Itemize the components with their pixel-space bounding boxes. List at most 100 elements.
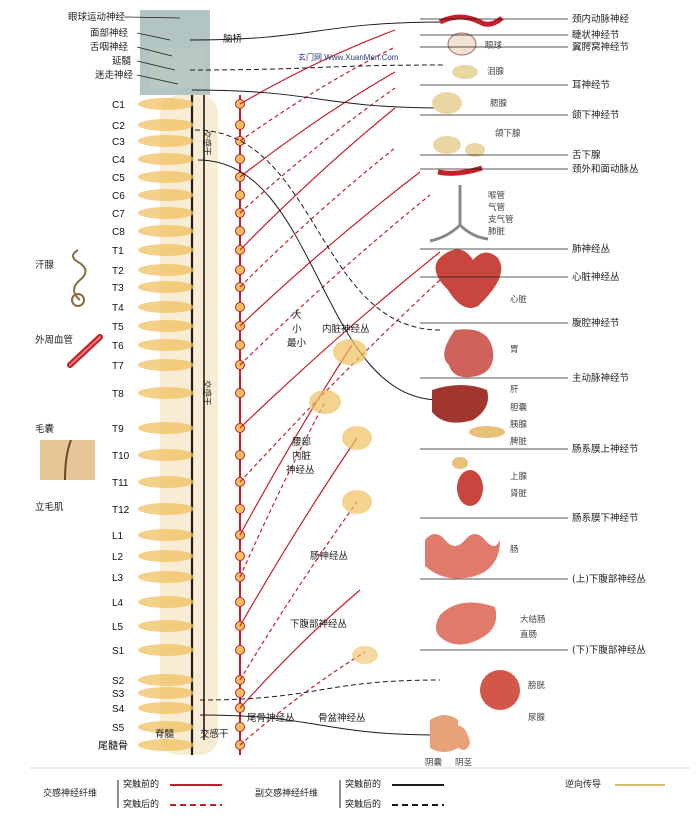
hypogastric-plexus-label: 下腹部神经丛	[290, 618, 348, 630]
vertebra-9	[138, 264, 194, 276]
chain-ganglion-19	[235, 504, 245, 514]
chain-ganglion-11	[235, 302, 245, 312]
right-label-4: 颌下神经节	[572, 109, 620, 121]
nerve-fiber-2	[239, 71, 396, 178]
organ-stomach-label: 胃	[510, 345, 519, 355]
sweat-gland-label: 汗腺	[35, 259, 55, 271]
organ-adrenal-label: 上腺	[510, 471, 528, 482]
segment-label-22: L3	[112, 573, 124, 584]
leader-0	[124, 16, 181, 19]
vertebra-12	[138, 320, 194, 332]
organ-liver-3: 脾脏	[510, 436, 528, 447]
peripheral-vessel-label: 外周血管	[35, 334, 73, 346]
segment-label-9: T2	[112, 266, 124, 277]
segment-label-23: L4	[112, 598, 124, 609]
pelvic-ganglion	[352, 646, 378, 664]
organ-liver-0: 肝	[510, 385, 519, 395]
segment-label-19: T12	[112, 505, 130, 516]
chain-ganglion-9	[235, 265, 245, 275]
organ-genitals-1: 阴茎	[455, 757, 473, 768]
organ-airway-1: 气管	[488, 202, 505, 213]
segment-label-24: L5	[112, 622, 124, 633]
splanchnic-size-0: 大	[292, 309, 302, 321]
cranial-nerve-label-4: 迷走神经	[95, 69, 134, 81]
segment-label-21: L2	[112, 552, 124, 563]
hair-label: 毛囊	[35, 423, 55, 435]
vertebra-19	[138, 503, 194, 515]
segment-label-3: C4	[112, 155, 125, 166]
right-label-9: 腹腔神经节	[572, 317, 620, 329]
organ-airway-3: 肺脏	[488, 226, 506, 237]
vertebra-26	[138, 674, 194, 686]
segment-label-14: T7	[112, 361, 124, 372]
leader-2	[136, 46, 173, 57]
hair-icon	[64, 439, 72, 481]
vertebra-2	[138, 135, 194, 147]
nerve-fiber-7	[239, 194, 431, 366]
segment-label-6: C7	[112, 209, 125, 220]
vertebra-group	[138, 98, 194, 751]
vertebra-5	[138, 189, 194, 201]
lacrimal-gland-icon	[452, 65, 478, 79]
segment-label-13: T6	[112, 341, 124, 352]
vertebra-18	[138, 476, 194, 488]
vertebra-4	[138, 171, 194, 183]
cranial-nerve-label-0: 眼球运动神经	[68, 11, 126, 23]
nerve-fiber-3	[239, 87, 396, 214]
adrenal-icon	[452, 457, 468, 469]
sympathetic-trunk-label: 交感干	[200, 728, 229, 740]
chain-ganglion-15	[235, 388, 245, 398]
inferior-mesenteric-ganglion	[342, 490, 372, 514]
right-label-11: 肠系膜上神经节	[572, 443, 639, 455]
prevertebral-ganglia	[309, 339, 378, 664]
cranial-nerve-label-1: 面部神经	[90, 27, 129, 39]
vertebra-28	[138, 702, 194, 714]
right-label-1: 睫状神经节	[572, 29, 620, 41]
bladder-icon	[480, 670, 520, 710]
segment-label-1: C2	[112, 121, 125, 132]
kidney-icon	[457, 470, 483, 506]
segment-label-10: T3	[112, 283, 124, 294]
organ-liver-2: 胰腺	[510, 419, 528, 430]
liver-icon	[432, 385, 489, 423]
organ-colon-1: 直肠	[520, 629, 537, 640]
vertebra-27	[138, 687, 194, 699]
segment-label-0: C1	[112, 100, 125, 111]
vertebra-13	[138, 339, 194, 351]
segment-label-28: S4	[112, 704, 125, 715]
carotid-artery-icon	[438, 14, 504, 27]
vertebra-30	[138, 739, 194, 751]
nerve-fiber-11	[239, 401, 326, 578]
para-fiber-3	[194, 129, 441, 331]
segment-label-20: L1	[112, 531, 124, 542]
legend-sympathetic-label: 交感神经纤维	[43, 787, 97, 799]
segment-label-7: C8	[112, 227, 125, 238]
organ-submandibular-label: 颌下腺	[495, 128, 521, 139]
organ-parotid-label: 腮腺	[490, 98, 508, 109]
leader-4	[136, 74, 179, 85]
nerve-fiber-5	[239, 147, 396, 288]
leader-3	[136, 60, 176, 71]
submandibular-gland-icon	[433, 136, 461, 154]
penis-icon	[454, 725, 470, 750]
vertebra-24	[138, 620, 194, 632]
nerve-fiber-12	[239, 437, 358, 627]
legend-antidromic-label: 逆向传导	[565, 778, 601, 790]
stomach-icon	[444, 329, 494, 378]
right-label-3: 耳神经节	[572, 79, 610, 91]
vertebra-21	[138, 550, 194, 562]
vertebra-1	[138, 119, 194, 131]
legend-sym-pre-label: 突触前的	[123, 778, 159, 790]
right-label-6: 颈外和面动脉丛	[572, 163, 639, 175]
nerve-fiber-6	[239, 171, 421, 327]
heart-icon	[435, 249, 502, 308]
pancreas-icon	[469, 426, 505, 438]
vertebra-22	[138, 571, 194, 583]
vertebra-20	[138, 529, 194, 541]
watermark: 玄门网 Www.XuanMen.Com	[298, 52, 399, 62]
chain-ganglion-27	[235, 688, 245, 698]
vertebra-25	[138, 644, 194, 656]
organ-liver-1: 胆囊	[510, 402, 528, 413]
organ-airway-0: 喉管	[488, 190, 505, 201]
lumbar-splanchnic-2: 神经丛	[286, 464, 315, 476]
